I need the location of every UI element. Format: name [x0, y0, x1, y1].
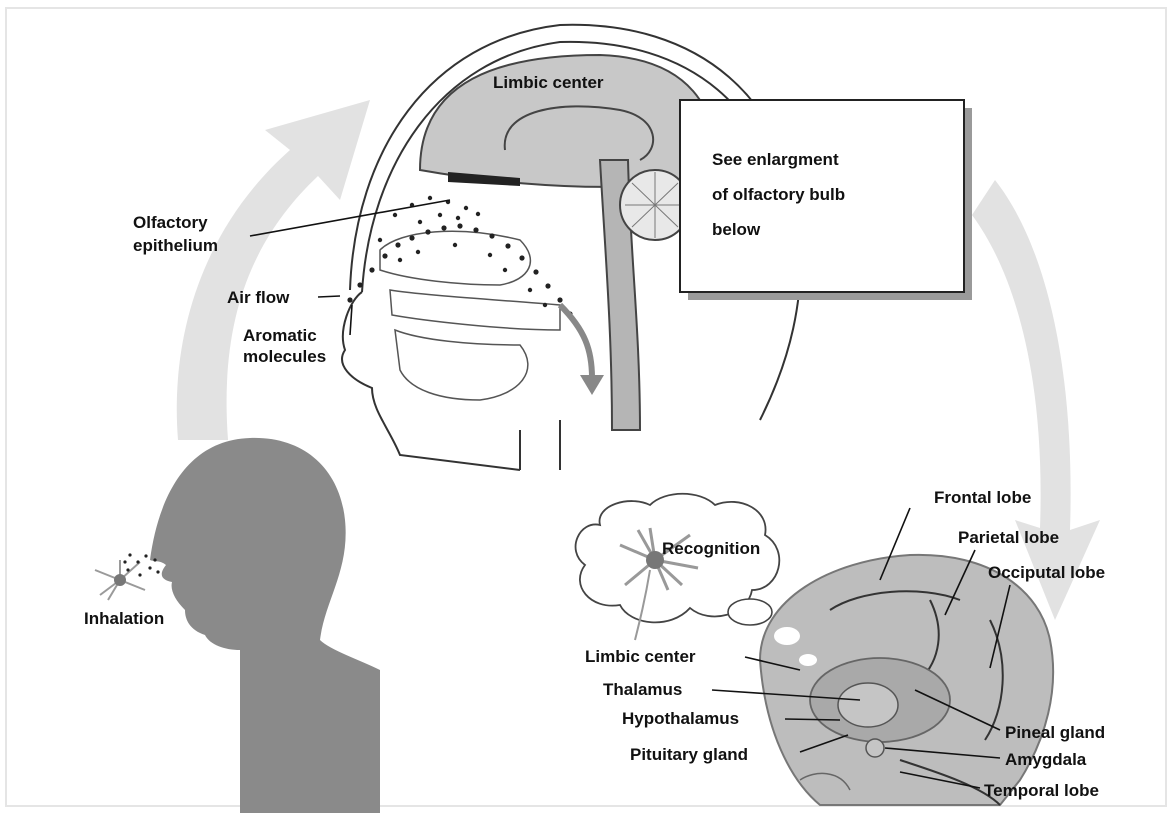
- note-line-2: of olfactory bulb: [712, 185, 845, 204]
- label-air-flow: Air flow: [227, 288, 290, 307]
- label-pituitary-gland: Pituitary gland: [630, 745, 748, 764]
- label-hypothalamus: Hypothalamus: [622, 709, 739, 728]
- face-profile: [342, 292, 520, 470]
- limbic-spot-2: [799, 654, 817, 666]
- label-recognition: Recognition: [662, 539, 760, 558]
- thalamus-shape: [838, 683, 898, 727]
- note-line-1: See enlargment: [712, 150, 839, 169]
- label-thalamus: Thalamus: [603, 680, 682, 699]
- airflow-arrow-head: [580, 375, 604, 395]
- aromatic-molecule-dots: [347, 196, 572, 317]
- label-limbic-center-top: Limbic center: [493, 73, 604, 92]
- limbic-spot-1: [774, 627, 800, 645]
- label-pineal-gland: Pineal gland: [1005, 723, 1105, 742]
- flow-arrow-left: [177, 100, 370, 440]
- label-amygdala: Amygdala: [1005, 750, 1087, 769]
- label-limbic-center-bottom: Limbic center: [585, 647, 696, 666]
- label-olfactory-1: Olfactory: [133, 213, 208, 232]
- tongue: [395, 330, 528, 400]
- label-inhalation: Inhalation: [84, 609, 164, 628]
- leader-hypothalamus: [785, 719, 840, 720]
- label-olfactory-2: epithelium: [133, 236, 218, 255]
- thought-bubble-small-1: [728, 599, 772, 625]
- leader-aromatic: [350, 305, 352, 335]
- label-parietal-lobe: Parietal lobe: [958, 528, 1059, 547]
- note-line-3: below: [712, 220, 761, 239]
- label-aromatic-1: Aromatic: [243, 326, 317, 345]
- palate: [390, 290, 560, 330]
- person-silhouette: [150, 438, 380, 813]
- label-occipital-lobe: Occiputal lobe: [988, 563, 1105, 582]
- inhaled-flower: [95, 560, 145, 600]
- label-temporal-lobe: Temporal lobe: [984, 781, 1099, 800]
- neck-lines: [520, 420, 560, 470]
- label-aromatic-2: molecules: [243, 347, 326, 366]
- leader-air-flow: [318, 296, 340, 297]
- label-frontal-lobe: Frontal lobe: [934, 488, 1031, 507]
- airflow-arrow-shaft: [560, 305, 592, 378]
- flow-arrow-right: [972, 180, 1100, 620]
- amygdala-shape: [866, 739, 884, 757]
- nasal-cavity: [380, 231, 530, 285]
